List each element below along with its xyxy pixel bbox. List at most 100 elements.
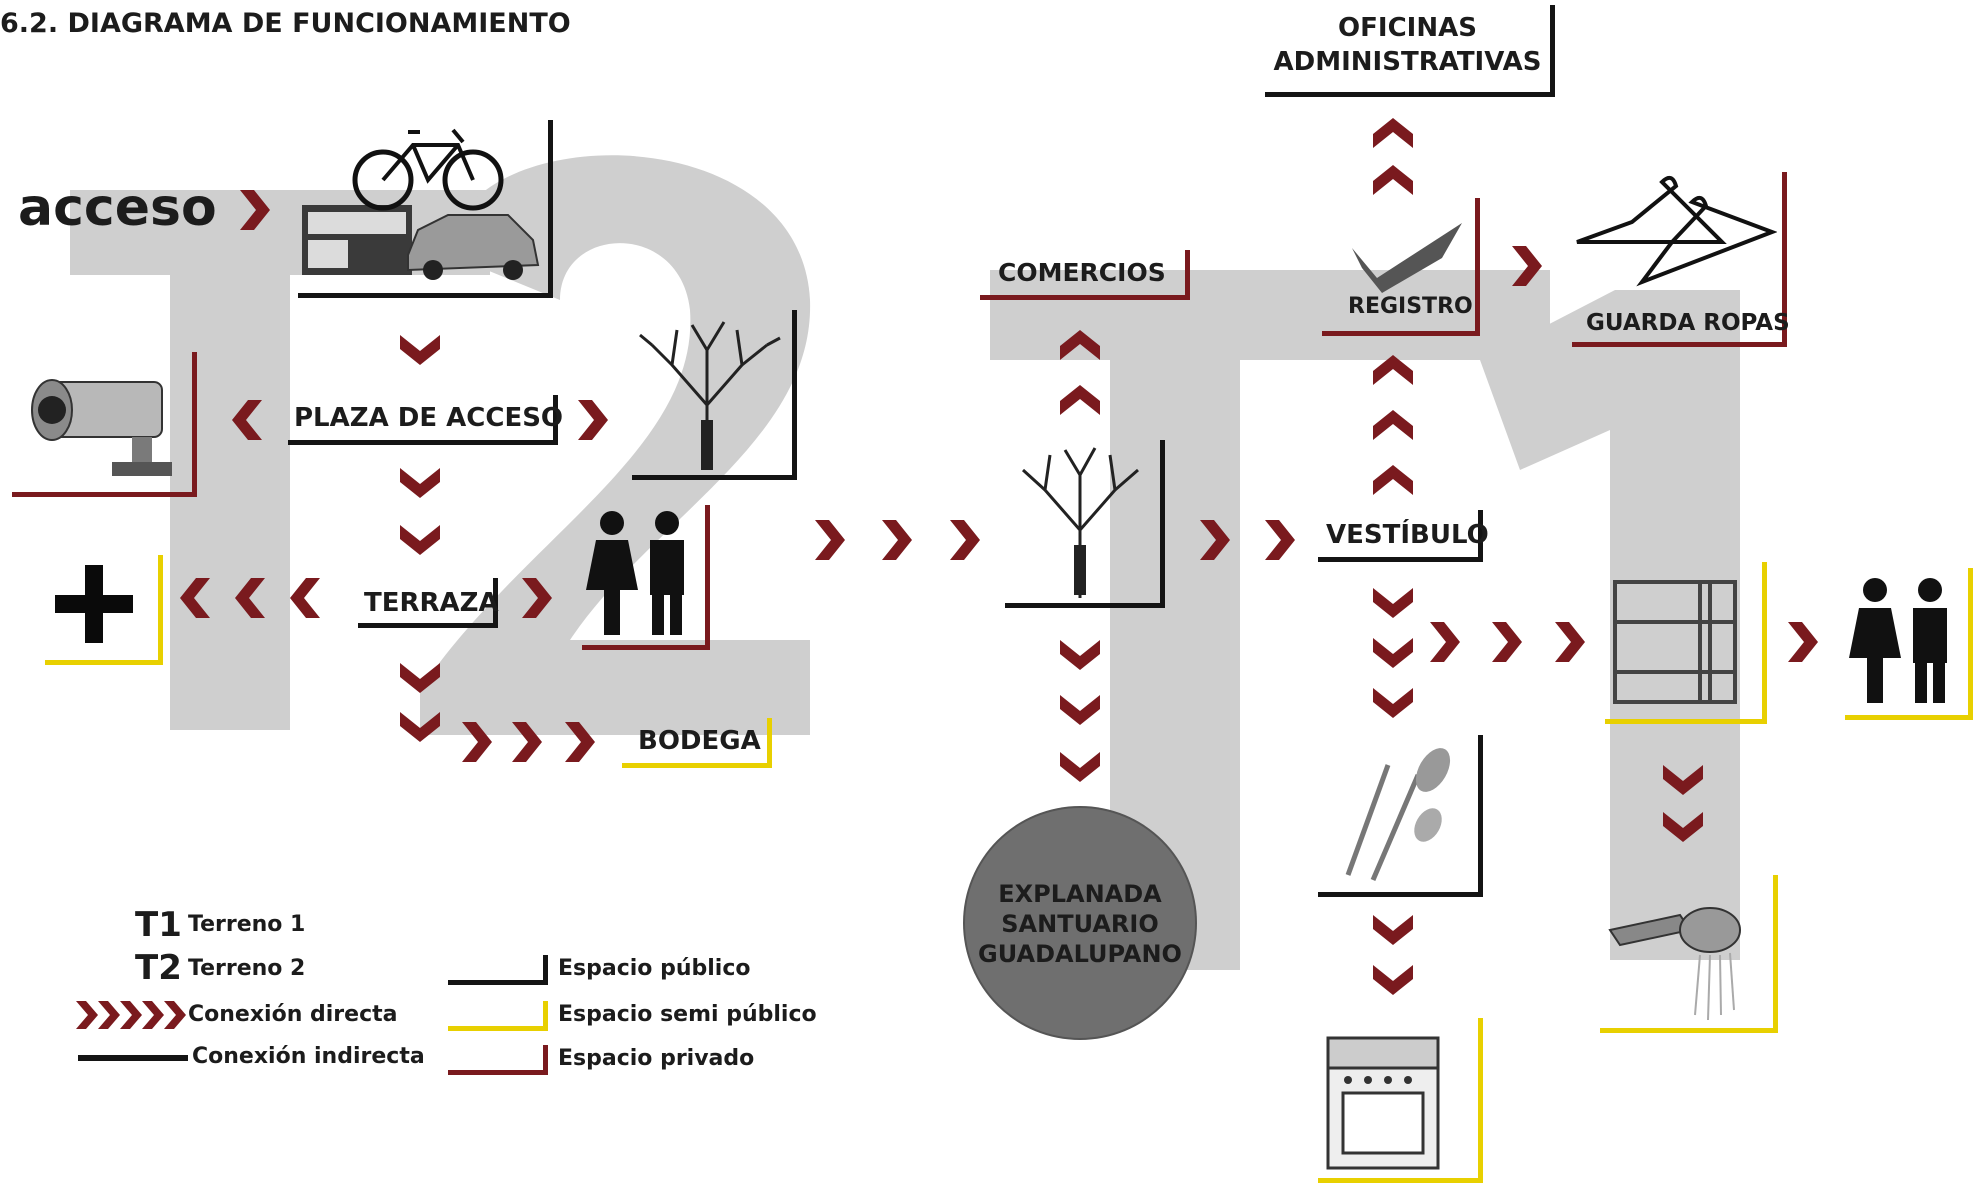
arrow-down (400, 335, 440, 365)
watermark-t2-digit (420, 155, 811, 736)
node-vestibulo: VESTÍBULO (1326, 520, 1489, 550)
arrow-down (400, 663, 440, 693)
node-acceso: acceso (18, 178, 217, 238)
arrow-right (512, 722, 542, 762)
vestibulo-box: VESTÍBULO (1318, 510, 1489, 562)
legend-private-swatch (448, 1045, 548, 1075)
shower-icon (1608, 907, 1741, 1021)
legend-t1-label: Terreno 1 (188, 912, 306, 937)
arrow-up (1373, 355, 1413, 385)
arrow-down (1663, 812, 1703, 842)
node-comercios: COMERCIOS (998, 258, 1166, 287)
restroom-box-t1 (1845, 568, 1973, 720)
arrow-left (232, 400, 262, 440)
arrow-right (1492, 622, 1522, 662)
arrow-up (1373, 410, 1413, 440)
legend-indirect-swatch (78, 1055, 188, 1061)
restroom-icon (586, 511, 684, 635)
arrow-down (1373, 638, 1413, 668)
node-terraza: TERRAZA (364, 588, 499, 618)
legend-t1-code: T1 (135, 905, 182, 945)
bodega-box: BODEGA (622, 718, 772, 768)
legend-public: Espacio público (558, 956, 751, 981)
legend-indirect: Conexión indirecta (192, 1044, 425, 1069)
node-plaza: PLAZA DE ACCESO (294, 403, 564, 433)
tree-icon (639, 321, 781, 470)
arrow-down (400, 525, 440, 555)
legend-public-swatch (448, 955, 548, 985)
terraza-box: TERRAZA (358, 578, 499, 628)
arrow-down (1060, 695, 1100, 725)
restroom-icon (1849, 578, 1947, 703)
node-explanada-line1: EXPLANADA (998, 880, 1162, 908)
stove-box (1318, 1018, 1483, 1183)
camera-icon (31, 379, 172, 476)
registro-box: REGISTRO (1322, 198, 1480, 336)
arrow-right (578, 400, 608, 440)
arrow-down (1060, 640, 1100, 670)
explanada-circle: EXPLANADA SANTUARIO GUADALUPANO (965, 808, 1195, 1038)
comercios-box: COMERCIOS (980, 250, 1190, 300)
legend-semi-swatch (448, 1001, 548, 1031)
legend-t2-code: T2 (135, 948, 182, 988)
plaza-box: PLAZA DE ACCESO (288, 395, 563, 445)
cutlery-box (1318, 735, 1483, 897)
legend-private: Espacio privado (558, 1046, 755, 1071)
cutlery-icon (1345, 748, 1451, 881)
legend-direct: Conexión directa (188, 1002, 398, 1027)
node-guarda-ropas: GUARDA ROPAS (1586, 310, 1790, 336)
arrow-right (1430, 622, 1460, 662)
arrow-down (1373, 965, 1413, 995)
legend-t2-label: Terreno 2 (188, 956, 306, 981)
camera-box (12, 352, 197, 497)
arrow-down (400, 468, 440, 498)
guarda-ropas-box: GUARDA ROPAS (1572, 172, 1790, 347)
transport-icon (302, 128, 540, 280)
tree-icon (1021, 447, 1139, 598)
watermark-t1-digit (1480, 290, 1740, 960)
arrow-right (565, 722, 595, 762)
node-explanada-line3: GUADALUPANO (978, 940, 1182, 968)
bunk-bed-box (1605, 562, 1767, 724)
page-title: 6.2. DIAGRAMA DE FUNCIONAMIENTO (0, 8, 571, 39)
arrow-right (522, 578, 552, 618)
shower-box (1600, 875, 1778, 1033)
first-aid-icon (55, 565, 133, 643)
arrow-left (180, 578, 210, 618)
arrow-up (1373, 118, 1413, 148)
arrow-down (1373, 588, 1413, 618)
arrow-right (1200, 520, 1230, 560)
restroom-box-t2 (582, 505, 710, 650)
arrow-right (882, 520, 912, 560)
legend-semi: Espacio semi público (558, 1002, 817, 1027)
watermark-t2-stem (170, 190, 290, 730)
checkmark-icon (1352, 223, 1462, 293)
arrow-left (290, 578, 320, 618)
arrow-right (1555, 622, 1585, 662)
transport-box (298, 120, 553, 298)
tree-box-t2 (632, 310, 797, 480)
arrow-down (1060, 752, 1100, 782)
node-registro: REGISTRO (1348, 294, 1473, 319)
node-bodega: BODEGA (638, 726, 761, 756)
arrow-right (1265, 520, 1295, 560)
node-explanada-line2: SANTUARIO (1001, 910, 1159, 938)
arrow-right (950, 520, 980, 560)
arrow-right (462, 722, 492, 762)
first-aid-box (45, 555, 163, 665)
arrow-right (240, 190, 270, 230)
oficinas-box: OFICINAS ADMINISTRATIVAS (1265, 5, 1555, 97)
stove-icon (1326, 1036, 1440, 1170)
hanger-icon (1576, 175, 1778, 287)
node-oficinas-line2: ADMINISTRATIVAS (1273, 47, 1542, 77)
arrow-up (1060, 330, 1100, 360)
arrow-right (815, 520, 845, 560)
arrow-down (1373, 688, 1413, 718)
legend-direct-swatch (76, 1001, 186, 1029)
arrow-right (1788, 622, 1818, 662)
arrow-left (235, 578, 265, 618)
tree-box-center (1005, 440, 1165, 608)
arrow-up (1373, 465, 1413, 495)
